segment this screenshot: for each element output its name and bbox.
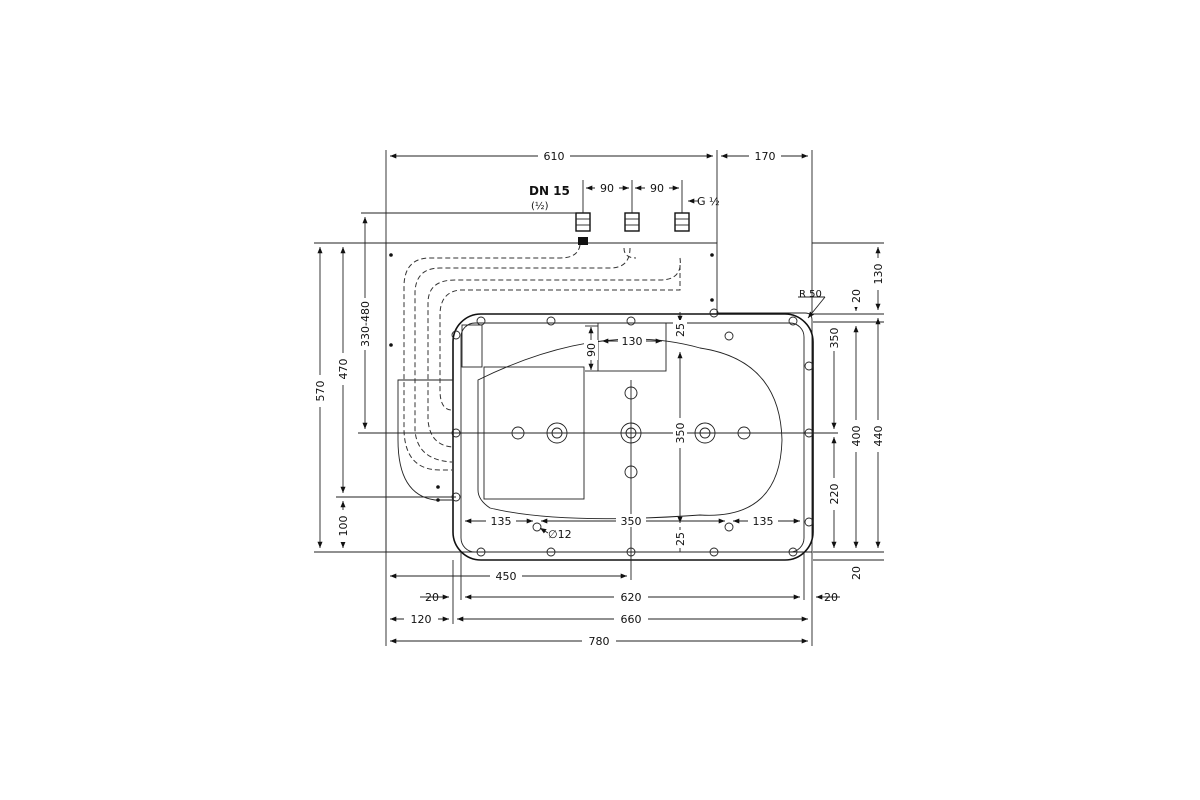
thread-label: G ½ [697, 195, 720, 208]
supply-pipes [403, 244, 681, 471]
side-panel-cutout [397, 379, 454, 501]
dim-350-right: 350 [828, 328, 841, 349]
dim-135-left: 135 [491, 515, 512, 528]
dim-130-inner: 130 [622, 335, 643, 348]
dim-90-a: 90 [600, 182, 614, 195]
dim-90-inner: 90 [585, 343, 598, 357]
dim-25-bottom: 25 [674, 532, 687, 546]
dim-330-480: 330-480 [359, 301, 372, 347]
dim-135-right: 135 [753, 515, 774, 528]
connector-left-icon [575, 212, 591, 245]
dim-130-right: 130 [872, 264, 885, 285]
connection-sublabel: (½) [531, 200, 549, 212]
dim-100: 100 [337, 516, 350, 537]
dim-25-top: 25 [674, 323, 687, 337]
right-dimensions [798, 242, 885, 584]
dim-610: 610 [544, 150, 565, 163]
dim-780: 780 [589, 635, 610, 648]
dim-20-right: 20 [824, 591, 838, 604]
connector-right-icon [674, 212, 690, 232]
top-dimensions [385, 149, 813, 313]
dim-20-right-top: 20 [850, 289, 863, 303]
dim-570: 570 [314, 381, 327, 402]
connection-label: DN 15 [529, 184, 570, 198]
inner-basin-outline [461, 322, 783, 520]
dim-20-left: 20 [425, 591, 439, 604]
dim-90-b: 90 [650, 182, 664, 195]
dim-170: 170 [755, 150, 776, 163]
dim-20-right-bottom: 20 [850, 566, 863, 580]
center-lines [358, 212, 838, 580]
bottom-dimensions [385, 552, 840, 647]
dim-350-horizontal: 350 [621, 515, 642, 528]
connector-middle-icon [624, 212, 640, 232]
inner-dimensions [465, 312, 800, 552]
dim-470: 470 [337, 359, 350, 380]
dim-450: 450 [496, 570, 517, 583]
dim-440: 440 [872, 426, 885, 447]
left-dimensions [313, 217, 456, 553]
dim-400: 400 [850, 426, 863, 447]
radius-label: R 50 [799, 289, 822, 300]
dim-660: 660 [621, 613, 642, 626]
dim-350-vertical: 350 [674, 423, 687, 444]
outer-outline [385, 242, 813, 553]
diameter-label: ∅12 [548, 528, 572, 541]
dim-620: 620 [621, 591, 642, 604]
dim-120: 120 [411, 613, 432, 626]
dim-220: 220 [828, 484, 841, 505]
dimension-labels: DN 15 (½) G ½ R 50 ∅12 610 170 90 90 450… [314, 150, 885, 648]
